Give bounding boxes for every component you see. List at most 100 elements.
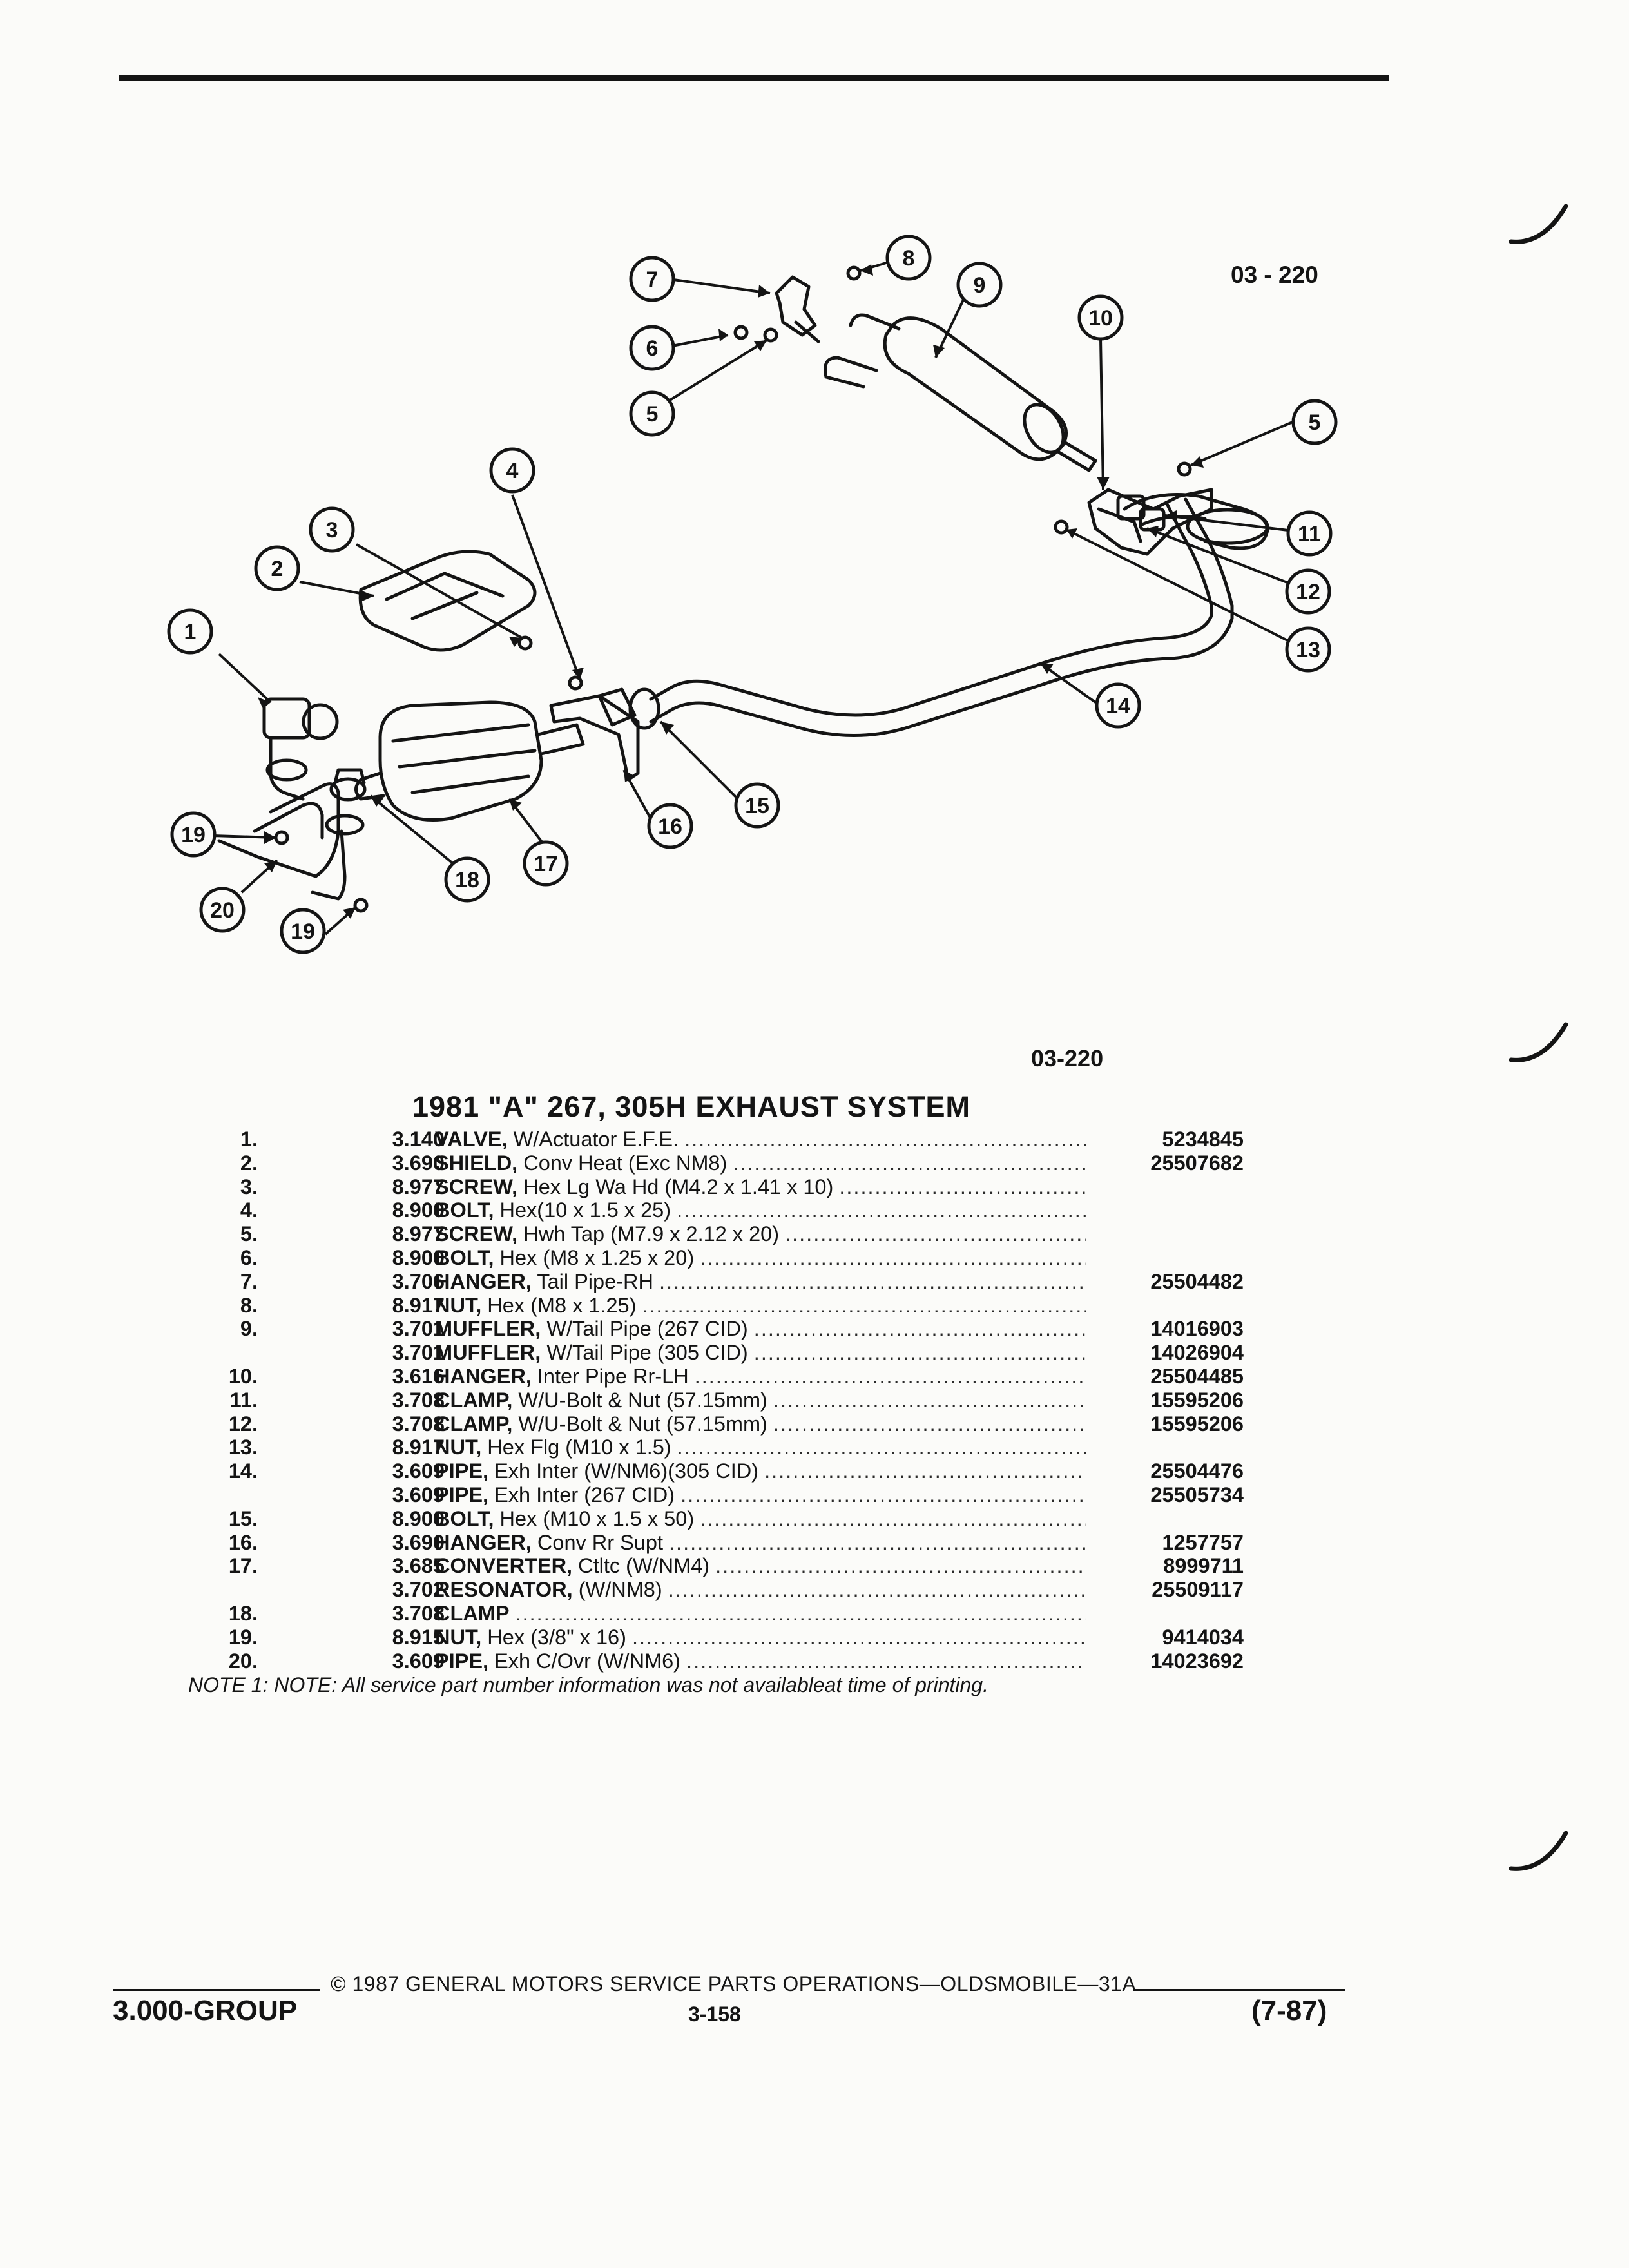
dot-leader: ........................................…: [700, 1245, 1086, 1269]
part-number: 25504482: [1150, 1269, 1244, 1293]
part-spec: (W/NM8): [578, 1578, 662, 1602]
group-number: 8.917: [392, 1436, 445, 1459]
callout-19-lower: 19: [291, 919, 315, 944]
dot-leader: ........................................…: [677, 1198, 1086, 1222]
item-number: 7.: [240, 1269, 258, 1293]
dot-leader: ........................................…: [669, 1530, 1086, 1554]
callout-18: 18: [455, 868, 479, 892]
dot-leader: ........................................…: [753, 1317, 1086, 1341]
part-name: BOLT,: [435, 1506, 494, 1530]
item-number: 1.: [240, 1128, 258, 1151]
part-description: VALVE, W/Actuator E.F.E. ...............…: [435, 1128, 1086, 1151]
item-number: 5.: [240, 1222, 258, 1246]
part-number: 15595206: [1150, 1388, 1244, 1412]
part-spec: Hex Lg Wa Hd (M4.2 x 1.41 x 10): [523, 1175, 834, 1198]
leader-arrowheads: [258, 264, 1204, 919]
dot-leader: ........................................…: [694, 1364, 1086, 1388]
dot-leader: ........................................…: [773, 1388, 1086, 1412]
part-description: SCREW, Hex Lg Wa Hd (M4.2 x 1.41 x 10) .…: [435, 1175, 1086, 1199]
part-description: PIPE, Exh Inter (W/NM6)(305 CID) .......…: [435, 1459, 1086, 1483]
dot-leader: ........................................…: [686, 1649, 1086, 1673]
part-number: 25507682: [1150, 1151, 1244, 1175]
callout-3: 3: [326, 518, 338, 543]
callout-5-right: 5: [1309, 410, 1321, 435]
part-spec: Tail Pipe-RH: [537, 1269, 653, 1293]
part-name: CONVERTER,: [435, 1554, 573, 1578]
part-number: 5234845: [1162, 1128, 1244, 1151]
dot-leader: ........................................…: [684, 1128, 1086, 1151]
callout-4: 4: [506, 459, 519, 483]
part-description: RESONATOR, (W/NM8) .....................…: [435, 1578, 1086, 1602]
part-spec: Conv Heat (Exc NM8): [523, 1151, 728, 1175]
catalytic-converter: [378, 700, 543, 822]
part-spec: W/U-Bolt & Nut (57.15mm): [518, 1412, 767, 1436]
part-spec: Conv Rr Supt: [537, 1530, 663, 1554]
footer-page-number: 3-158: [688, 2003, 741, 2026]
item-number: 20.: [228, 1649, 258, 1673]
efe-valve: [262, 697, 311, 740]
part-name: PIPE,: [435, 1459, 489, 1483]
group-number: 3.706: [392, 1269, 445, 1293]
top-rule: [119, 75, 1389, 81]
group-number: 3.708: [392, 1388, 445, 1412]
part-description: HANGER, Inter Pipe Rr-LH ...............…: [435, 1365, 1086, 1389]
part-number: 25504485: [1150, 1364, 1244, 1388]
callout-15: 15: [745, 794, 769, 818]
item-number: 4.: [240, 1198, 258, 1222]
part-name: NUT,: [435, 1293, 482, 1317]
part-description: CONVERTER, Ctltc (W/NM4) ...............…: [435, 1554, 1086, 1578]
part-description: MUFFLER, W/Tail Pipe (267 CID) .........…: [435, 1317, 1086, 1341]
dot-leader: ........................................…: [839, 1175, 1086, 1198]
item-number: 12.: [228, 1412, 258, 1436]
intermediate-pipe: [649, 501, 1213, 717]
group-number: 3.685: [392, 1554, 445, 1578]
part-name: VALVE,: [435, 1128, 508, 1151]
group-number: 3.690: [392, 1530, 445, 1554]
part-number: 25504476: [1150, 1459, 1244, 1483]
part-name: BOLT,: [435, 1245, 494, 1269]
part-spec: Hex (M10 x 1.5 x 50): [499, 1506, 695, 1530]
part-number: 9414034: [1162, 1625, 1244, 1649]
part-name: NUT,: [435, 1625, 482, 1649]
group-number: 3.701: [392, 1317, 445, 1341]
item-number: 18.: [228, 1601, 258, 1625]
callout-8: 8: [903, 246, 915, 271]
part-spec: Exh Inter (W/NM6)(305 CID): [494, 1459, 759, 1483]
muffler: [883, 316, 1068, 461]
part-number: 25505734: [1150, 1483, 1244, 1506]
callout-circles: [167, 235, 1338, 954]
part-description: NUT, Hex (3/8" x 16) ...................…: [435, 1626, 1086, 1649]
crossover-pipe: [217, 782, 340, 878]
callout-10: 10: [1088, 306, 1113, 331]
part-description: BOLT, Hex(10 x 1.5 x 25) ...............…: [435, 1198, 1086, 1222]
part-spec: W/U-Bolt & Nut (57.15mm): [518, 1388, 767, 1412]
part-name: PIPE,: [435, 1483, 489, 1506]
part-description: BOLT, Hex (M8 x 1.25 x 20) .............…: [435, 1246, 1086, 1270]
dot-leader: ........................................…: [773, 1412, 1086, 1436]
part-spec: W/Actuator E.F.E.: [513, 1128, 679, 1151]
dot-leader: ........................................…: [642, 1293, 1086, 1317]
dot-leader: ........................................…: [785, 1222, 1086, 1246]
footer-rule-right: [1133, 1989, 1345, 1991]
callout-9: 9: [974, 273, 986, 298]
part-name: MUFFLER,: [435, 1317, 541, 1341]
part-number: 8999711: [1163, 1554, 1244, 1578]
part-name: CLAMP: [435, 1601, 510, 1625]
part-spec: W/Tail Pipe (305 CID): [546, 1341, 748, 1365]
item-number: 2.: [240, 1151, 258, 1175]
item-number: 13.: [228, 1436, 258, 1459]
dot-leader: ........................................…: [659, 1269, 1086, 1293]
part-name: SHIELD,: [435, 1151, 518, 1175]
item-number: 19.: [228, 1625, 258, 1649]
part-spec: Hex(10 x 1.5 x 25): [499, 1198, 671, 1222]
exploded-view-illustration: 1 2 3 4 5 5 6 7 8 9 10 11 12 13 14 15 16…: [167, 235, 1338, 954]
part-name: MUFFLER,: [435, 1341, 541, 1365]
diagram-reference-bottom: 03-220: [1031, 1045, 1104, 1072]
